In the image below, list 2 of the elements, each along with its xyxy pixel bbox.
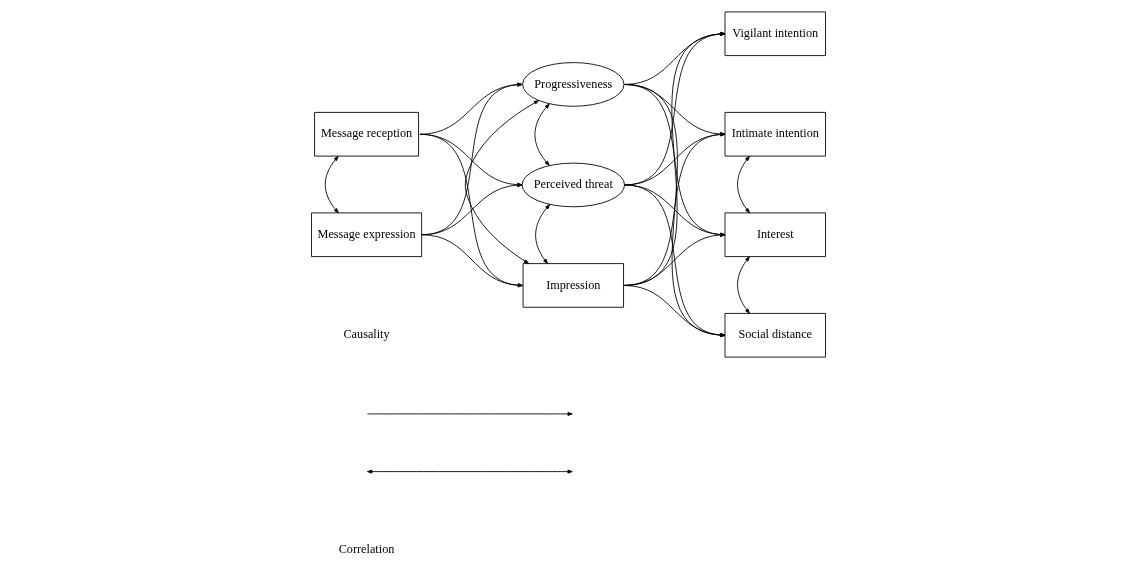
legend-label: Correlation [338, 542, 395, 557]
legend-label: Causality [343, 327, 390, 342]
